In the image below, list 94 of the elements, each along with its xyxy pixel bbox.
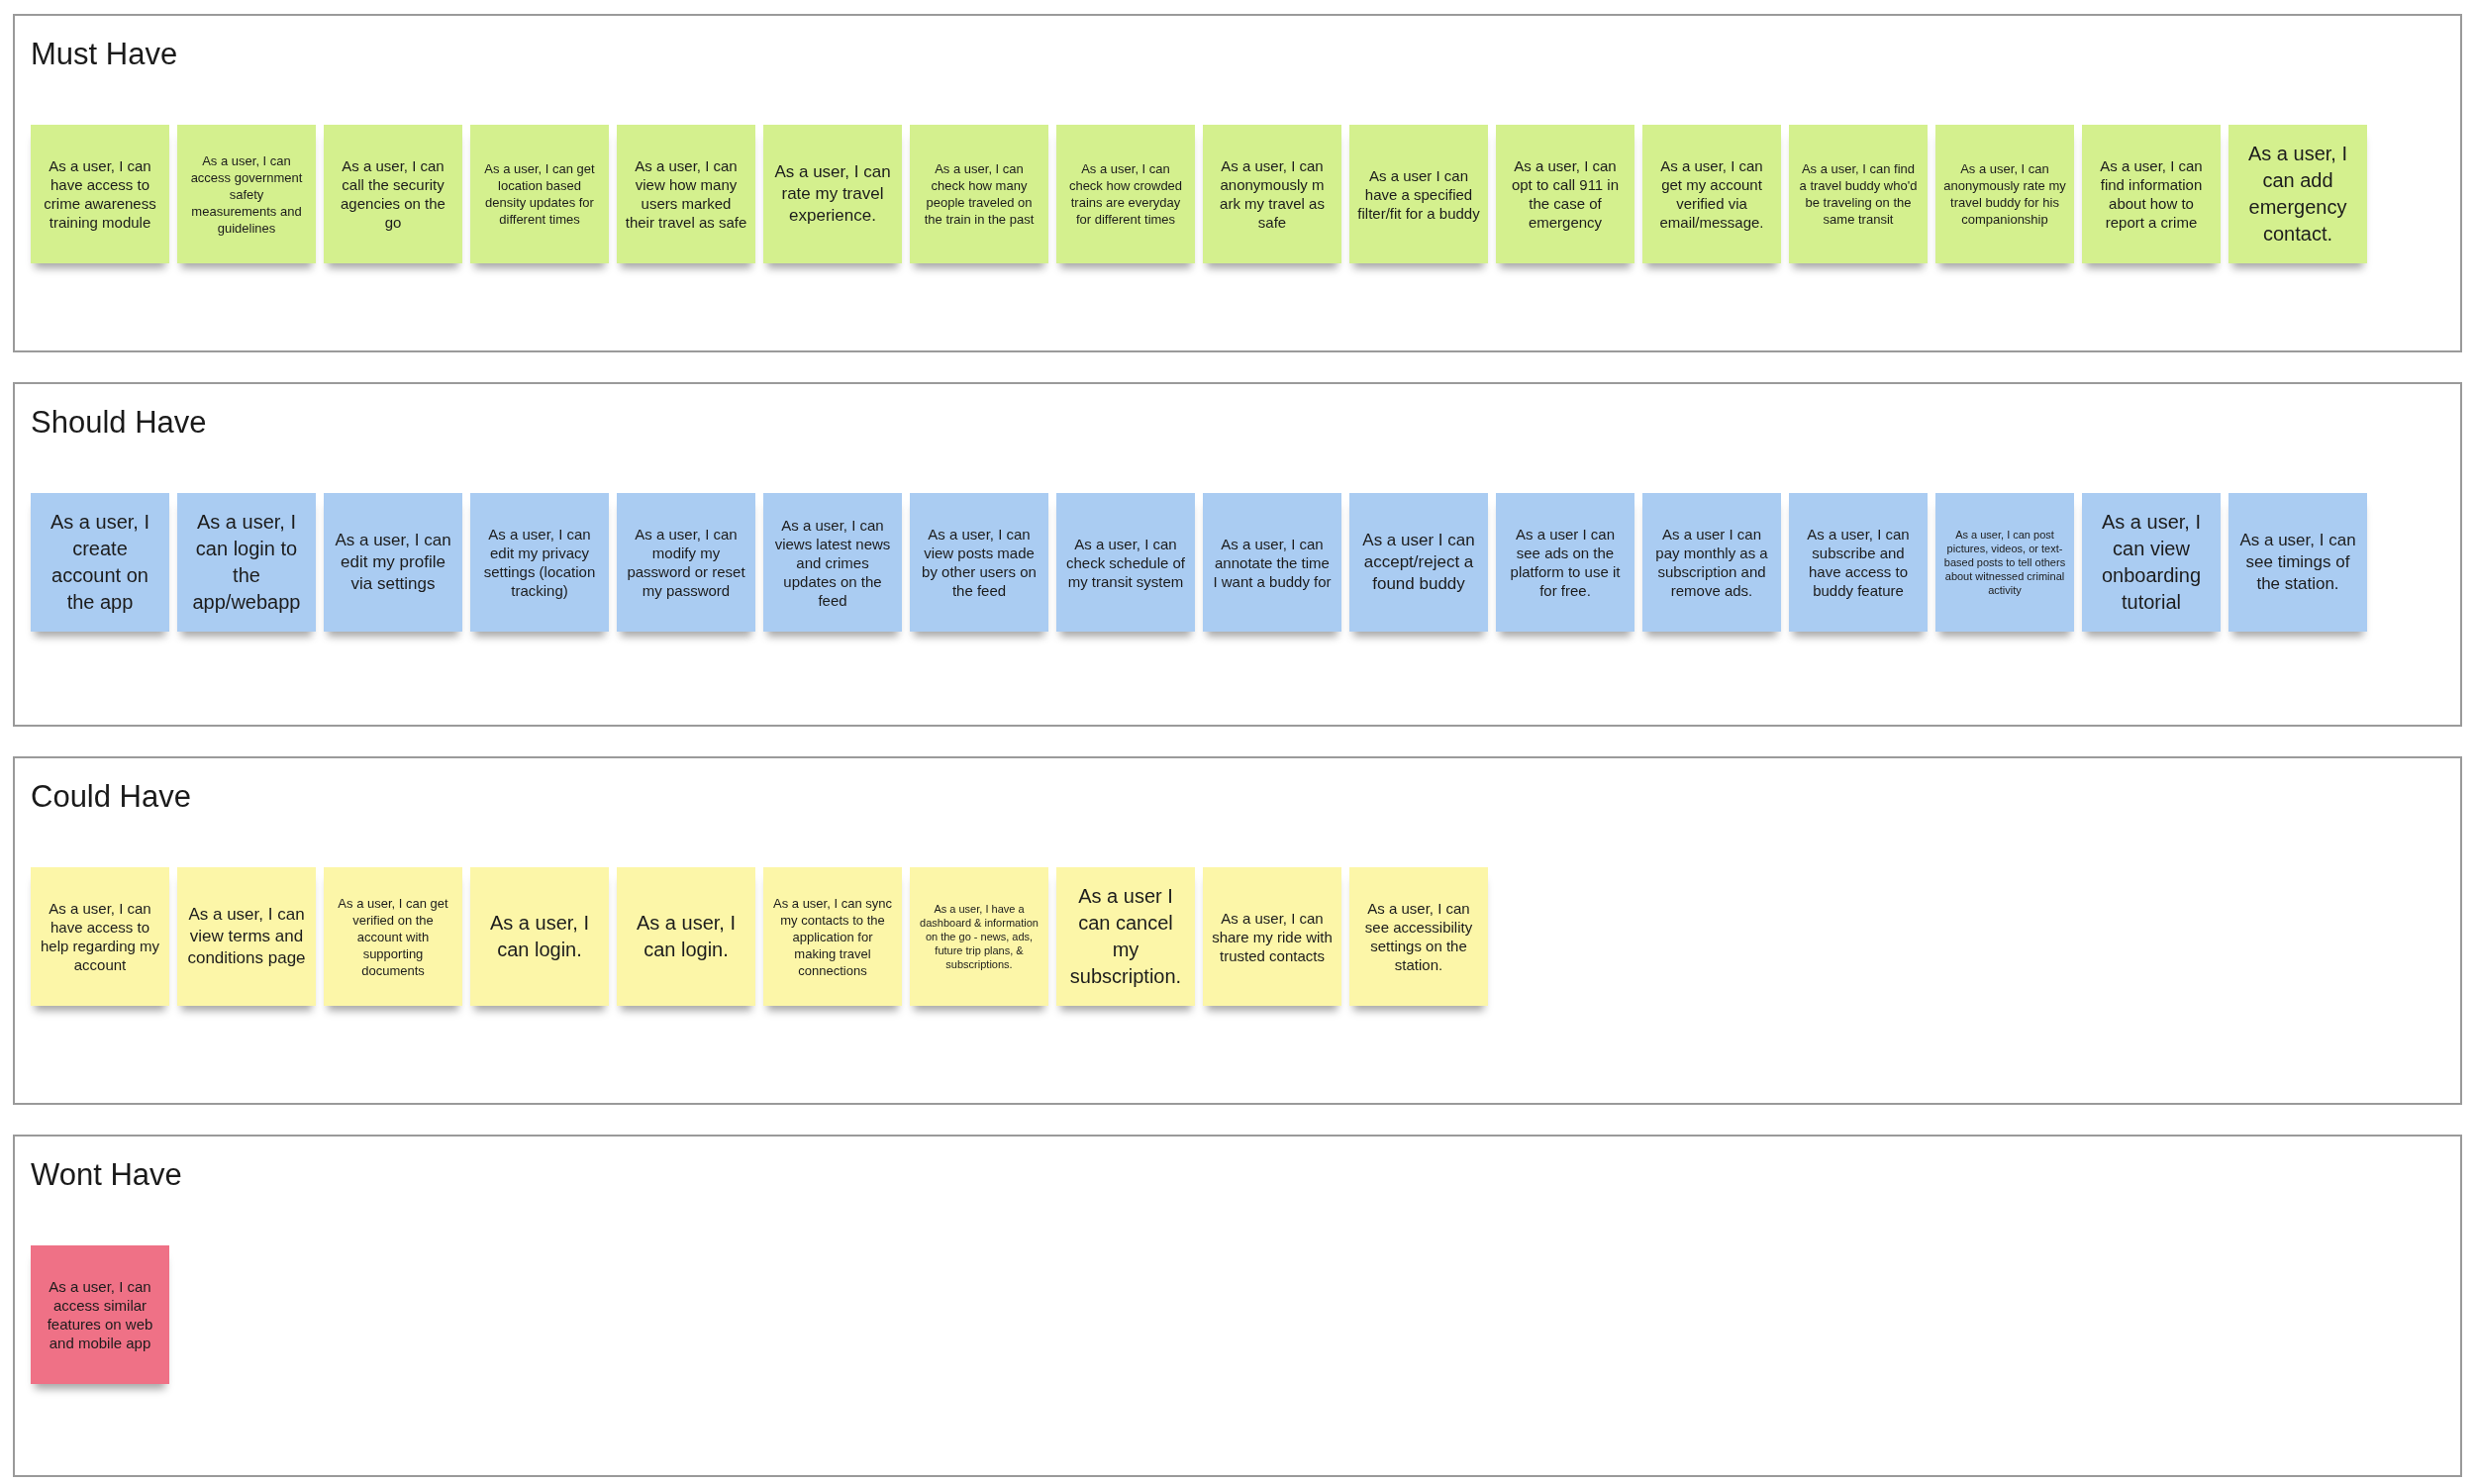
sticky-note — [763, 493, 902, 632]
sticky-note-text: As a user, I can subscribe and have access to buddy feature — [1806, 525, 1911, 600]
sticky-note-text: As a user, I can view terms and conditions page — [186, 904, 307, 969]
sticky-note — [617, 493, 755, 632]
sticky-note — [1789, 125, 1928, 263]
sticky-note — [31, 1245, 169, 1384]
sticky-note — [2228, 125, 2367, 263]
sticky-note-text: As a user I can pay monthly as a subscription and remove ads. — [1654, 525, 1769, 600]
sticky-note — [470, 867, 609, 1006]
sticky-note — [31, 867, 169, 1006]
sticky-note-text: As a user, I can views latest news and crimes updates on the feed — [773, 515, 892, 610]
sticky-note — [470, 125, 609, 263]
sticky-note — [1789, 493, 1928, 632]
sticky-note-text: As a user, I can login. — [488, 911, 591, 962]
sticky-note — [910, 125, 1048, 263]
category-panel — [13, 1135, 2462, 1477]
category-panel — [13, 756, 2462, 1105]
sticky-note-text: As a user, I can edit my privacy settings (location tracking) — [482, 525, 597, 600]
sticky-note-text: As a user I can accept/reject a found buddy — [1361, 530, 1476, 595]
sticky-note — [763, 867, 902, 1006]
sticky-note-text: As a user, I can post pictures, videos, or text-based posts to tell others about witnessed criminal activity — [1943, 528, 2066, 597]
sticky-note-text: As a user, I can anonymously rate my travel buddy for his companionship — [1943, 160, 2066, 228]
sticky-note — [31, 125, 169, 263]
sticky-note-text: As a user, I can sync my contacts to the application for making travel connections — [772, 894, 893, 979]
sticky-note — [1349, 493, 1488, 632]
sticky-note — [910, 867, 1048, 1006]
sticky-note-text: As a user, I can access government safety measurements and guidelines — [189, 151, 304, 237]
sticky-note-text: As a user, I can share my ride with trusted contacts — [1211, 908, 1334, 965]
sticky-note — [177, 867, 316, 1006]
sticky-note-text: As a user, I can have access to crime awareness training module — [43, 156, 157, 232]
panel-heading: Must Have — [31, 36, 178, 73]
sticky-note — [324, 125, 462, 263]
sticky-note-text: As a user I can have a specified filter/fit for a buddy — [1357, 165, 1480, 223]
sticky-note — [1056, 125, 1195, 263]
sticky-note — [2228, 493, 2367, 632]
panel-heading: Should Have — [31, 404, 207, 442]
sticky-note-text: As a user, I can view how many users marked their travel as safe — [625, 156, 747, 232]
sticky-note-text: As a user, I can see accessibility settings on the station. — [1363, 899, 1474, 974]
sticky-note — [1349, 867, 1488, 1006]
sticky-note-text: As a user, I can get location based density updates for different times — [483, 160, 596, 228]
sticky-note — [1203, 867, 1341, 1006]
sticky-note-text: As a user, I can login to the app/webapp — [191, 510, 302, 615]
sticky-note — [1056, 493, 1195, 632]
sticky-note-text: As a user, I can rate my travel experience. — [773, 161, 892, 227]
sticky-note-text: As a user, I can check how crowded trains are everyday for different times — [1067, 160, 1184, 228]
sticky-note-text: As a user, I can get my account verified via email/message. — [1658, 156, 1765, 232]
sticky-note-text: As a user, I can access similar features on web and mobile app — [46, 1277, 154, 1352]
sticky-note-text: As a user, I can call the security agencies on the go — [340, 156, 446, 232]
sticky-note — [1935, 125, 2074, 263]
category-panel — [13, 382, 2462, 727]
panel-heading: Wont Have — [31, 1156, 182, 1194]
sticky-note-text: As a user, I can edit my profile via settings — [334, 530, 452, 595]
sticky-note-text: As a user, I create account on the app — [49, 510, 151, 615]
panel-heading: Could Have — [31, 778, 191, 816]
sticky-note — [1496, 125, 1634, 263]
sticky-note-text: As a user, I can anonymously m ark my travel as safe — [1219, 156, 1326, 232]
sticky-note-text: As a user, I can get verified on the account with supporting documents — [337, 894, 449, 979]
sticky-note — [324, 867, 462, 1006]
sticky-note — [1935, 493, 2074, 632]
sticky-note-text: As a user, I can have access to help regarding my account — [39, 899, 161, 974]
sticky-note-text: As a user, I can check schedule of my transit system — [1064, 534, 1187, 591]
sticky-note-text: As a user, I can annotate the time I want a buddy for — [1212, 534, 1333, 591]
sticky-note — [1496, 493, 1634, 632]
sticky-note-text: As a user, I can modify my password or reset my password — [626, 525, 746, 600]
sticky-note — [1203, 493, 1341, 632]
sticky-note-text: As a user, I can view onboarding tutorial — [2100, 510, 2203, 615]
sticky-note — [910, 493, 1048, 632]
sticky-note — [2082, 493, 2221, 632]
sticky-note-text: As a user, I can opt to call 911 in the case of emergency — [1510, 156, 1621, 232]
sticky-note-text: As a user, I can login. — [635, 911, 738, 962]
sticky-note — [177, 493, 316, 632]
sticky-note-text: As a user I can see ads on the platform to use it for free. — [1509, 525, 1622, 600]
sticky-note-text: As a user, I can add emergency contact. — [2246, 142, 2349, 247]
category-panel — [13, 14, 2462, 352]
sticky-note — [2082, 125, 2221, 263]
sticky-note-text: As a user, I have a dashboard & information on the go - news, ads, future trip plans, & subscriptions. — [919, 902, 1040, 971]
sticky-note — [1642, 125, 1781, 263]
sticky-note — [1056, 867, 1195, 1006]
sticky-note — [177, 125, 316, 263]
sticky-note-text: As a user, I can find a travel buddy who'd be traveling on the same transit — [1798, 160, 1919, 228]
sticky-note — [1203, 125, 1341, 263]
sticky-note — [1642, 493, 1781, 632]
sticky-note-text: As a user I can cancel my subscription. — [1068, 884, 1183, 989]
sticky-note — [617, 125, 755, 263]
sticky-note-text: As a user, I can view posts made by other users on the feed — [921, 525, 1038, 600]
sticky-note — [763, 125, 902, 263]
sticky-note — [617, 867, 755, 1006]
sticky-note — [31, 493, 169, 632]
sticky-note-text: As a user, I can see timings of the station. — [2238, 530, 2357, 595]
sticky-note-text: As a user, I can check how many people traveled on the train in the past — [923, 160, 1036, 228]
sticky-note — [470, 493, 609, 632]
sticky-note-text: As a user, I can find information about how to report a crime — [2099, 156, 2204, 232]
sticky-note — [1349, 125, 1488, 263]
sticky-note — [324, 493, 462, 632]
